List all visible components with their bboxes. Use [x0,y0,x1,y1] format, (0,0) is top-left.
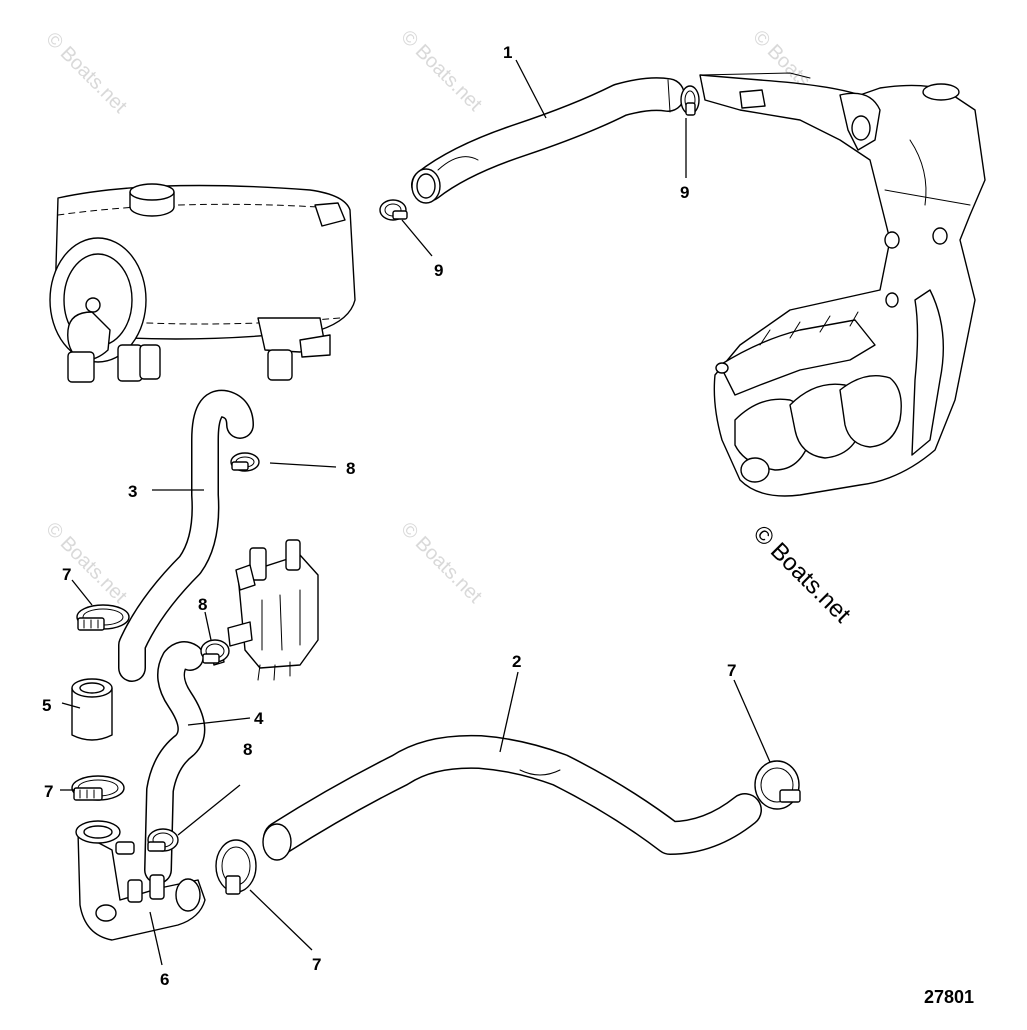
hose-1 [411,77,685,204]
callout-2: 2 [512,652,521,671]
clamps [71,85,801,895]
callout-1: 1 [503,43,512,62]
clamp-8-bottom [147,828,179,852]
hose-3 [118,389,254,682]
watermark-mid-left: © Boats.net [41,518,131,608]
watermark-top-left: © Boats.net [41,28,131,118]
callout-8-bottom: 8 [243,740,252,759]
leader-lines [60,59,771,966]
callout-7-upper-left: 7 [62,565,71,584]
watermark-main: © Boats.net [748,520,856,628]
figure-number: 27801 [924,987,974,1007]
callout-9-left: 9 [434,261,443,280]
watermark-mid-center: © Boats.net [396,518,486,608]
clamp-7-lower-center [215,839,257,895]
callout-3: 3 [128,482,137,501]
control-valve-assembly [211,539,319,681]
heat-exchanger [49,183,356,383]
hose-4 [144,641,206,884]
callout-4: 4 [254,709,264,728]
callout-8-mid: 8 [198,595,207,614]
clamp-8-mid [200,639,230,664]
clamp-8-top [230,452,260,472]
callout-7-right: 7 [727,661,736,680]
callout-6: 6 [160,970,169,989]
watermark-top-center: © Boats.net [396,26,486,116]
fitting-6 [75,820,206,941]
hose-2 [262,734,762,861]
engine-intake-manifold [699,72,986,497]
callout-7-lower-left: 7 [44,782,53,801]
clamp-9-upper [680,85,700,116]
callout-8-top: 8 [346,459,355,478]
callout-5: 5 [42,696,51,715]
callout-9-right: 9 [680,183,689,202]
callout-labels: 1 9 9 3 8 7 8 5 4 7 8 2 7 7 6 [42,43,736,989]
clamp-9-lower [379,199,408,221]
clamp-7-right [754,760,801,810]
callout-7-bottom: 7 [312,955,321,974]
clamp-7-upper-left [76,604,130,631]
clamp-7-lower-left [71,775,125,801]
coupler-5 [71,678,113,741]
